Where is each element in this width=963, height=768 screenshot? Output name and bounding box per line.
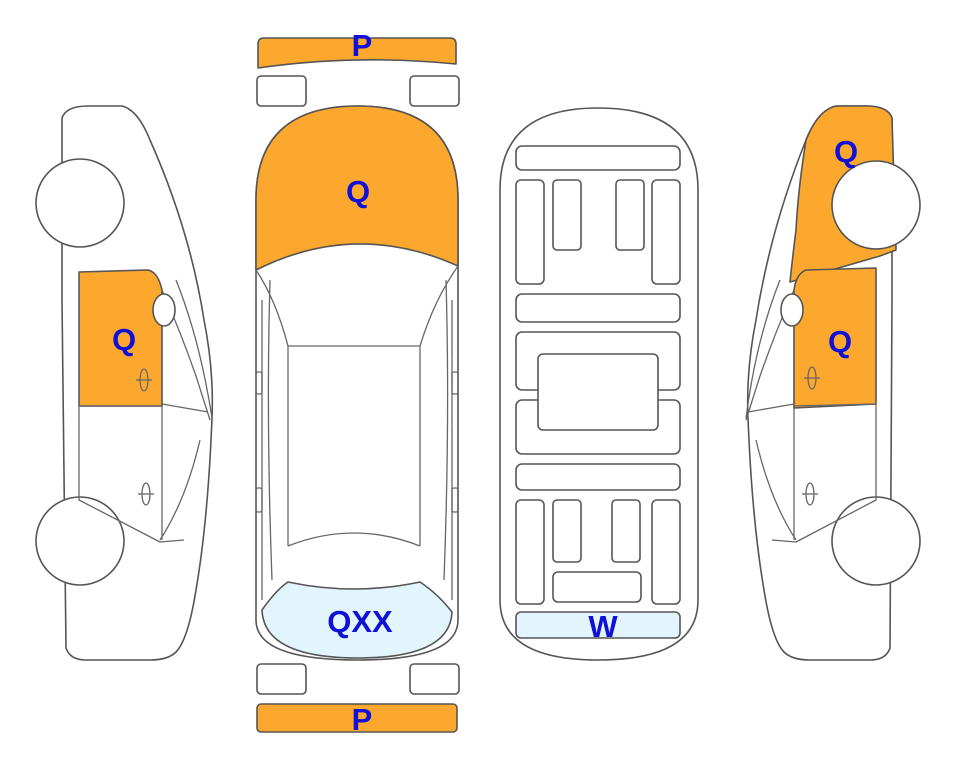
floor-panel-front [515, 145, 681, 171]
top-view: P Q QXX P [255, 28, 460, 737]
front-left-headlight [256, 75, 307, 107]
floor-center-panel [537, 353, 659, 431]
right-front-door-label: Q [828, 324, 852, 359]
rear-bumper-damage[interactable] [256, 703, 458, 733]
floor-spare-panel [552, 571, 642, 603]
right-front-fender-label: Q [834, 134, 858, 169]
rear-left-taillight [256, 663, 307, 695]
right-front-door-handle [804, 366, 820, 390]
rear-windshield-label: QXX [327, 604, 393, 639]
left-front-wheel [35, 158, 125, 248]
floor-rail-rear-right [651, 499, 681, 605]
underbody-view: W [499, 107, 699, 661]
right-rear-wheel [831, 496, 921, 586]
hood-label: Q [346, 174, 370, 209]
trunk-floor-panel-label: W [588, 609, 618, 644]
floor-pocket-rear-right [611, 499, 641, 563]
front-bumper-label: P [352, 28, 373, 63]
left-front-door-handle [136, 368, 152, 392]
top-view-cabin-lines [255, 265, 459, 600]
left-mirror-top [255, 371, 263, 395]
right-rear-door-handle [802, 482, 818, 506]
front-bumper-damage[interactable] [257, 37, 457, 69]
left-side-lines [78, 272, 213, 543]
floor-pocket-rear-left [552, 499, 582, 563]
front-right-headlight [409, 75, 460, 107]
floor-rail-front-left [515, 179, 545, 285]
right-side-lines [745, 268, 877, 543]
floor-pocket-front-right [615, 179, 645, 251]
left-rear-wheel [35, 496, 125, 586]
right-mirror-top [451, 371, 459, 395]
floor-pocket-front-left [552, 179, 582, 251]
hood-damage[interactable] [255, 105, 459, 271]
trunk-floor-panel-damage[interactable] [515, 611, 681, 639]
left-rear-door-handle [138, 482, 154, 506]
left-side-mirror [152, 293, 176, 327]
left-side-view: Q [35, 105, 214, 661]
floor-crossmember-1 [515, 293, 681, 323]
rear-right-taillight [409, 663, 460, 695]
floor-rail-rear-left [515, 499, 545, 605]
left-front-door-label: Q [112, 322, 136, 357]
floor-rail-front-right [651, 179, 681, 285]
right-handle-top [451, 487, 459, 513]
rear-bumper-label: P [352, 702, 373, 737]
left-handle-top [255, 487, 263, 513]
right-side-view: Q Q [745, 105, 921, 661]
right-front-wheel [831, 160, 921, 250]
floor-crossmember-2 [515, 463, 681, 491]
right-side-mirror [780, 293, 804, 327]
rear-windshield-damage[interactable] [261, 581, 453, 659]
right-front-door-damage[interactable] [793, 267, 877, 409]
